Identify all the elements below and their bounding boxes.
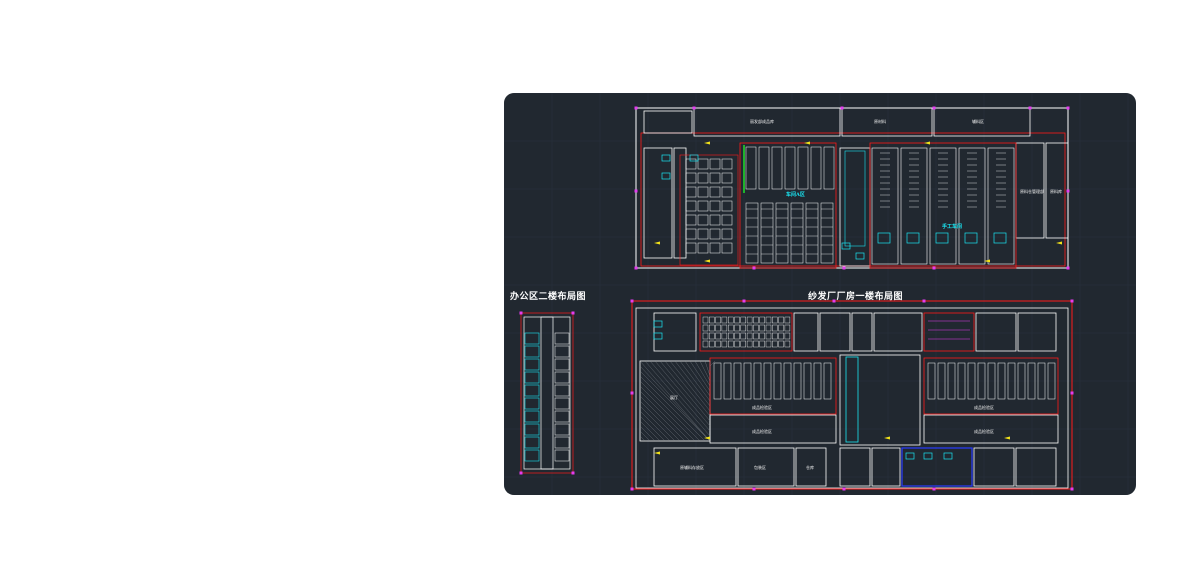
room-label: 原材料	[874, 119, 886, 124]
workshop-label: 手工车间	[942, 224, 963, 230]
storage-racks-b	[745, 146, 835, 264]
room-label: 原料库	[1050, 189, 1062, 194]
room-label: 丽发部成品库	[750, 119, 774, 124]
room-label: 辅料区	[972, 119, 984, 124]
equipment-blocks	[653, 154, 953, 460]
flow-arrows	[654, 141, 1062, 455]
room-label: 成品检验区	[752, 429, 772, 434]
room-label: 原辅料存放区	[680, 465, 704, 470]
workshop-columns	[871, 147, 1015, 265]
workshop-label: 车间A区	[786, 192, 805, 198]
room-label: 成品检验区	[974, 429, 994, 434]
cad-drawing-canvas	[504, 93, 1136, 495]
top-strip-racks	[702, 316, 970, 348]
office-rooms	[524, 332, 570, 462]
room-label: 成品检验区	[752, 405, 772, 410]
bench-rows-b	[927, 362, 1056, 400]
factory-floor-title: 纱发厂厂房一楼布局图	[808, 292, 904, 302]
room-label: 原料仓管理部	[1020, 189, 1044, 194]
room-label: 展厅	[670, 395, 678, 400]
room-label: 成品检验区	[974, 405, 994, 410]
office-floor-title: 办公区二楼布局图	[510, 292, 587, 302]
office-second-floor-plan	[520, 312, 574, 474]
room-label: 包装区	[754, 465, 766, 470]
bench-rows-a	[713, 362, 832, 400]
storage-racks-a	[685, 158, 733, 254]
column-markers	[519, 106, 1074, 491]
factory-first-floor-plan	[631, 300, 1073, 490]
upper-floor-plan	[635, 107, 1069, 269]
cad-floor-plan-panel: 办公区二楼布局图 纱发厂厂房一楼布局图 丽发部成品库 原材料 辅料区 原料仓管理…	[504, 93, 1136, 495]
room-label: 仓库	[806, 465, 814, 470]
